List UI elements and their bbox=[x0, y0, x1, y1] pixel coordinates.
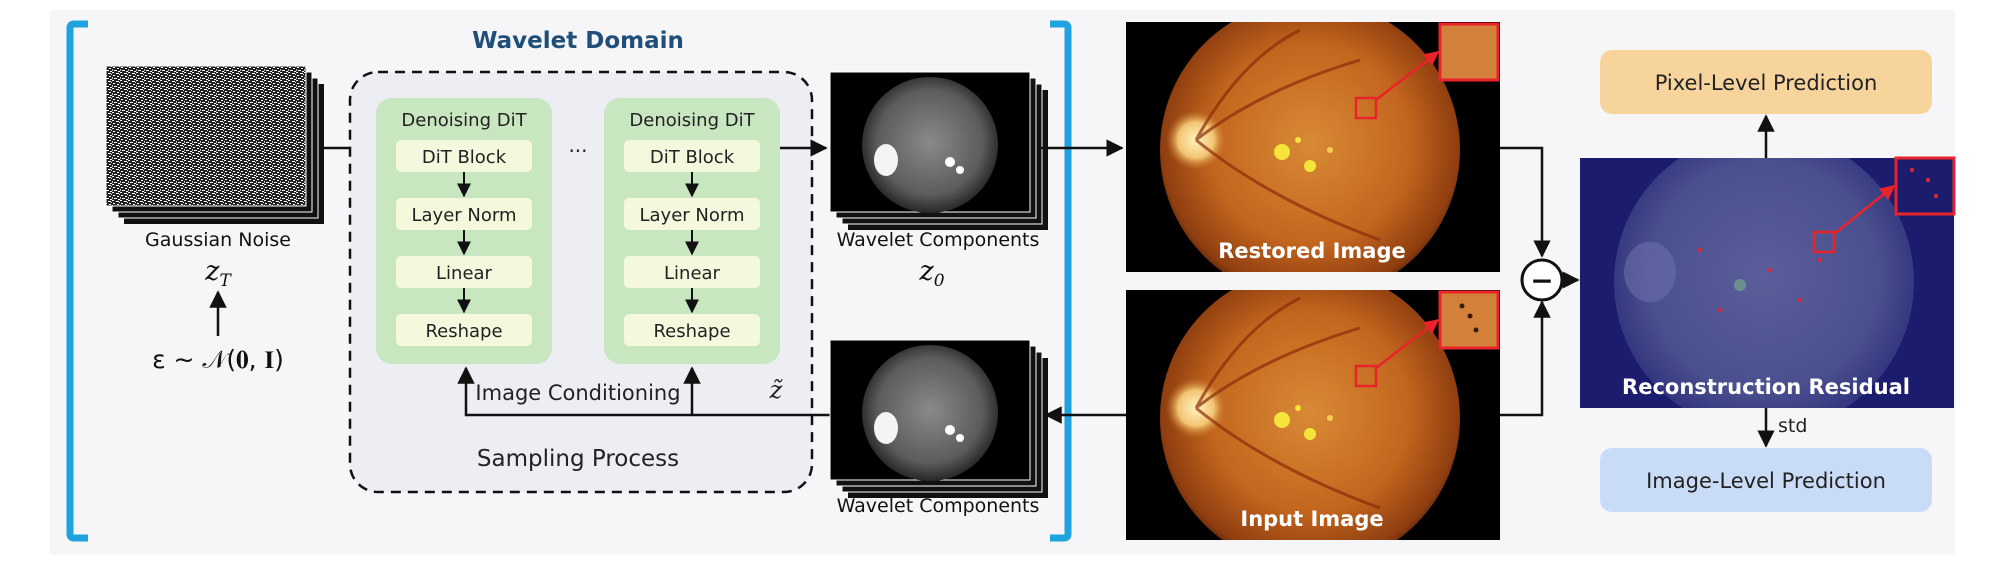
dit-left-block-2 bbox=[396, 256, 532, 288]
dit-right-block-3 bbox=[624, 314, 760, 346]
dit-right-block-3-label: Reshape bbox=[653, 321, 730, 342]
image-level-prediction-box bbox=[1600, 448, 1932, 512]
dit-left-block-1 bbox=[396, 198, 532, 230]
z-t-symbol: zT bbox=[204, 256, 232, 291]
reconstruction-residual-label: Reconstruction Residual bbox=[1622, 375, 1910, 399]
wavelet-components-top-label: Wavelet Components bbox=[837, 229, 1040, 251]
pixel-level-prediction-box bbox=[1600, 50, 1932, 114]
restored-zoom-inset bbox=[1438, 22, 1500, 82]
dit-left-block-0 bbox=[396, 140, 532, 172]
dit-right-block-0 bbox=[624, 140, 760, 172]
residual-zoom-box bbox=[1812, 230, 1836, 254]
input-zoom-inset bbox=[1438, 290, 1500, 350]
dit-left-block-2-label: Linear bbox=[436, 263, 493, 284]
z-tilde-symbol: z̃ bbox=[769, 376, 784, 404]
dit-right-title: Denoising DiT bbox=[629, 110, 755, 131]
gaussian-noise-label: Gaussian Noise bbox=[145, 229, 291, 251]
input-to-minus-line bbox=[1500, 300, 1551, 417]
image-conditioning-label: Image Conditioning bbox=[475, 381, 680, 405]
input-image bbox=[1126, 290, 1500, 540]
input-zoom-box bbox=[1354, 364, 1378, 388]
dit-panel-right: Denoising DiT DiT Block Layer Norm Linea… bbox=[604, 98, 780, 364]
epsilon-label: ε ∼ 𝒩(𝟎, 𝐈) bbox=[152, 345, 284, 374]
sampling-process-label: Sampling Process bbox=[477, 446, 679, 472]
restored-image-label: Restored Image bbox=[1218, 239, 1405, 263]
pixel-level-prediction-label: Pixel-Level Prediction bbox=[1655, 71, 1878, 95]
right-bracket bbox=[1050, 20, 1072, 542]
std-label: std bbox=[1778, 415, 1807, 437]
wavelet-domain-title: Wavelet Domain bbox=[472, 28, 684, 54]
restored-to-minus-line bbox=[1500, 146, 1551, 258]
dit-left-block-3 bbox=[396, 314, 532, 346]
dit-panel-left: Denoising DiT DiT Block Layer Norm Linea… bbox=[376, 98, 552, 364]
left-bracket bbox=[66, 20, 88, 542]
input-image-label: Input Image bbox=[1240, 507, 1383, 531]
dit-right-block-2-label: Linear bbox=[664, 263, 721, 284]
wavelet-components-top-stack bbox=[829, 71, 1048, 230]
dit-left-title: Denoising DiT bbox=[401, 110, 527, 131]
residual-zoom-inset bbox=[1894, 156, 1956, 216]
dit-right-block-2 bbox=[624, 256, 760, 288]
dit-left-block-3-label: Reshape bbox=[425, 321, 502, 342]
dit-right-block-1 bbox=[624, 198, 760, 230]
restored-image bbox=[1126, 22, 1500, 272]
dit-left-block-1-label: Layer Norm bbox=[411, 205, 516, 226]
dit-right-block-0-label: DiT Block bbox=[650, 147, 735, 168]
image-level-prediction-label: Image-Level Prediction bbox=[1646, 469, 1886, 493]
gaussian-noise-stack bbox=[105, 65, 324, 224]
minus-symbol: − bbox=[1530, 264, 1553, 297]
z-0-symbol: z0 bbox=[918, 256, 944, 291]
reconstruction-residual-image bbox=[1580, 156, 1956, 408]
dit-ellipsis: ... bbox=[568, 133, 587, 157]
dit-right-block-1-label: Layer Norm bbox=[639, 205, 744, 226]
restored-zoom-box bbox=[1354, 96, 1378, 120]
dit-left-block-0-label: DiT Block bbox=[422, 147, 507, 168]
wavelet-components-bottom-label: Wavelet Components bbox=[837, 495, 1040, 517]
wavelet-components-bottom-stack bbox=[829, 339, 1048, 498]
